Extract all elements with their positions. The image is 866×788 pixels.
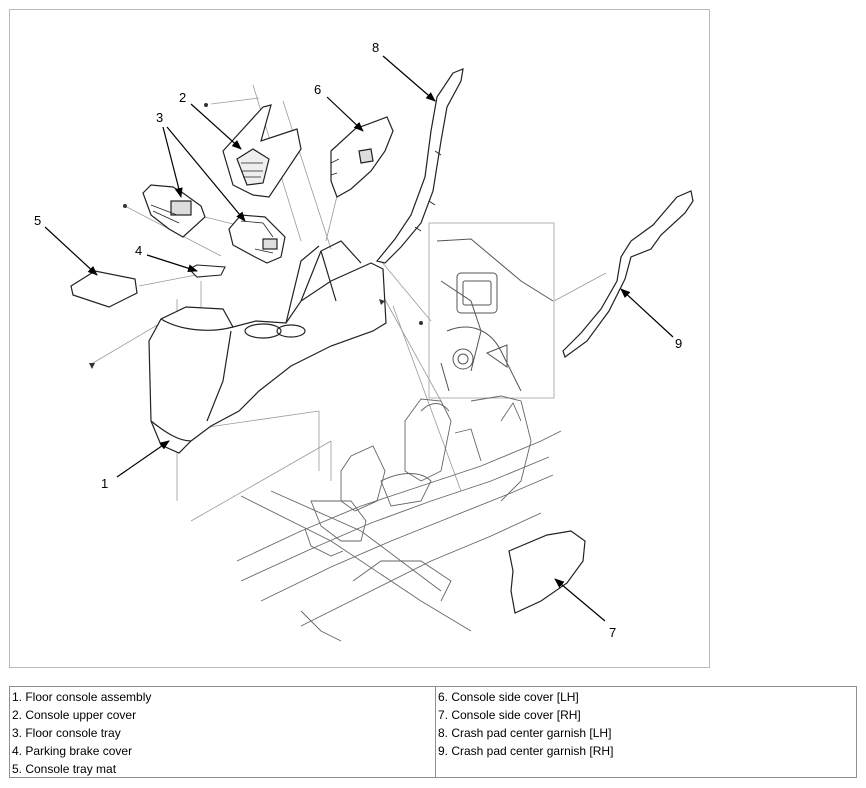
legend-item: 2. Console upper cover	[12, 708, 137, 722]
legend-column-left: 1. Floor console assembly 2. Console upp…	[10, 687, 436, 777]
parts-legend-table: 1. Floor console assembly 2. Console upp…	[9, 686, 857, 778]
legend-item: 5. Console tray mat	[12, 762, 117, 776]
callout-9: 9	[675, 336, 682, 351]
callout-4: 4	[135, 243, 142, 258]
fasteners	[89, 103, 423, 369]
dashboard-inset	[428, 222, 555, 399]
vehicle-floor-frame	[236, 395, 562, 642]
callout-3: 3	[156, 110, 163, 125]
legend-item: 3. Floor console tray	[12, 726, 121, 740]
leader-arrows	[44, 55, 674, 622]
callout-2: 2	[179, 90, 186, 105]
console-side-cover-lh	[330, 116, 394, 198]
floor-console-tray	[142, 184, 286, 264]
legend-item: 7. Console side cover [RH]	[438, 708, 581, 722]
crash-pad-garnish-lh	[375, 68, 464, 264]
console-upper-cover	[222, 104, 302, 198]
callout-1: 1	[101, 476, 108, 491]
legend-column-right: 6. Console side cover [LH] 7. Console si…	[436, 687, 856, 777]
callout-8: 8	[372, 40, 379, 55]
callout-7: 7	[609, 625, 616, 640]
guide-lines	[92, 84, 607, 522]
legend-item: 1. Floor console assembly	[12, 690, 152, 704]
legend-item: 8. Crash pad center garnish [LH]	[438, 726, 612, 740]
exploded-diagram: 1 2 3 4 5 6 7 8 9	[9, 9, 710, 668]
console-side-cover-rh	[508, 530, 586, 614]
legend-item: 6. Console side cover [LH]	[438, 690, 579, 704]
callout-5: 5	[34, 213, 41, 228]
crash-pad-garnish-rh	[562, 190, 694, 358]
legend-item: 4. Parking brake cover	[12, 744, 133, 758]
callout-6: 6	[314, 82, 321, 97]
console-tray-mat	[70, 270, 138, 308]
diagram-drawing: 1 2 3 4 5 6 7 8 9	[34, 40, 694, 642]
legend-item: 9. Crash pad center garnish [RH]	[438, 744, 614, 758]
floor-console-assembly	[148, 240, 387, 454]
